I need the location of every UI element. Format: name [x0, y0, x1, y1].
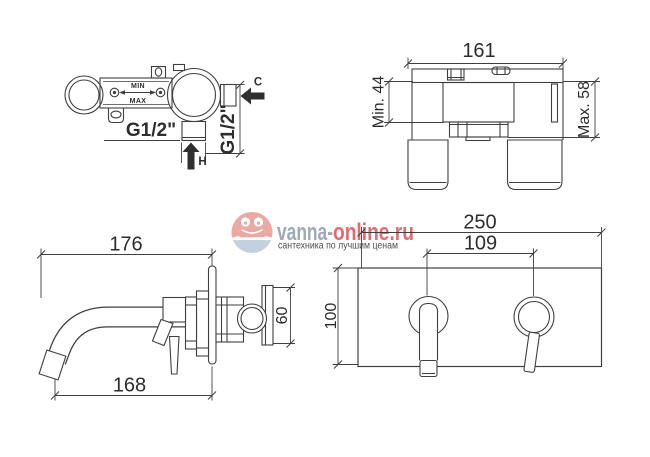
dimension-ticks: [36, 59, 606, 400]
wall-plate-side: [207, 265, 217, 365]
left-port-circle: [64, 75, 104, 115]
spout-front: [418, 302, 439, 361]
bottom-mount-tab: [107, 108, 125, 124]
side-inlet-port: [219, 83, 237, 107]
cartridge-circle: [166, 67, 222, 123]
left-foot: [407, 139, 449, 191]
cold-inlet-label: C: [254, 77, 262, 89]
dim-60: 60: [274, 307, 291, 325]
watermark-brand-prefix: vanna-: [277, 219, 333, 246]
cartridge-housing: [442, 81, 515, 123]
bottom-inlet-port: [181, 120, 207, 142]
dim-max-58: Max. 58: [576, 81, 593, 138]
hot-inlet-label: H: [198, 156, 206, 168]
dim-109: 109: [464, 233, 497, 255]
spout-aerator-cap: [38, 349, 67, 381]
dim-168: 168: [113, 375, 146, 397]
valve-front-view-drawing: [64, 63, 265, 170]
handle-lever-side: [168, 335, 180, 375]
thread-bottom-label: G1/2": [126, 120, 176, 141]
handle-pivot-body: [162, 296, 187, 323]
valve-crossbar: [99, 77, 173, 109]
spout-aerator-front: [419, 359, 438, 378]
dim-250: 250: [463, 212, 496, 234]
handle-escutcheon-circle: [513, 296, 555, 338]
pill-tab: [491, 66, 511, 76]
body-bar: [411, 68, 564, 84]
mixer-side-view-drawing: [38, 248, 295, 401]
valve-top-view-drawing: [384, 57, 600, 191]
wall-plate-front: [357, 267, 603, 368]
hot-inlet-arrow-icon: [182, 142, 200, 170]
cold-inlet-arrow-icon: [240, 87, 265, 105]
mixer-front-view-drawing: [332, 227, 603, 378]
dim-161: 161: [462, 40, 495, 62]
watermark-tagline: сантехника по лучшим ценам: [278, 241, 398, 252]
dim-100: 100: [323, 303, 340, 330]
max-label: MAX: [130, 98, 147, 105]
handle-lever-front: [523, 331, 540, 373]
dim-176: 176: [109, 234, 142, 256]
handle-base: [151, 318, 174, 347]
watermark-logo-frog-icon: [231, 212, 273, 253]
thread-side-label: G1/2": [218, 104, 239, 154]
top-mount-tab: [150, 65, 167, 79]
adjust-screw-right: [155, 87, 166, 98]
min-label: MIN: [131, 83, 145, 90]
right-foot: [506, 139, 563, 191]
dim-min-44: Min. 44: [371, 76, 388, 129]
clip-tab: [446, 68, 465, 81]
adjust-screw-left: [109, 87, 120, 98]
